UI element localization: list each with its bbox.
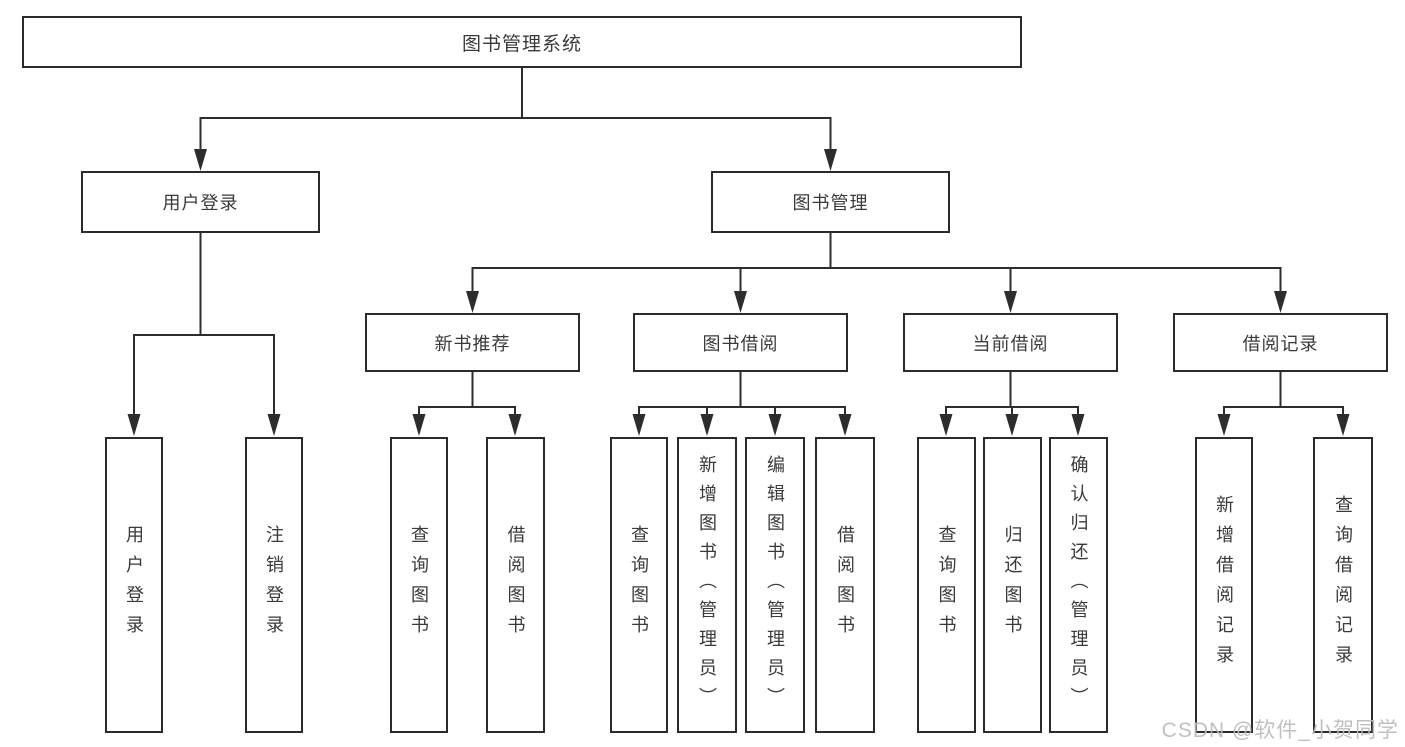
node-book-management-label: 图书管理 [792, 193, 869, 213]
leaf-nbr-query-books-label: 查询图书 [409, 525, 429, 645]
node-book-borrowing-label: 图书借阅 [702, 333, 779, 354]
leaf-nbr-borrow-books-label: 借阅图书 [505, 525, 526, 645]
leaf-br-query-record: 查询借阅记录 [1313, 437, 1373, 733]
leaf-bb-edit-books-label: 编辑图书（管理员） [765, 454, 785, 716]
node-borrowing-records-label: 借阅记录 [1242, 333, 1319, 354]
leaf-br-add-record: 新增借阅记录 [1195, 437, 1253, 733]
node-user-login: 用户登录 [81, 171, 320, 233]
node-root-label: 图书管理系统 [461, 33, 582, 55]
node-book-borrowing: 图书借阅 [633, 313, 848, 372]
leaf-logout-label: 注销登录 [264, 525, 284, 645]
leaf-cb-query-books-label: 查询图书 [936, 525, 957, 645]
leaf-nbr-borrow-books: 借阅图书 [486, 437, 545, 733]
leaf-bb-edit-books: 编辑图书（管理员） [745, 437, 805, 733]
leaf-bb-add-books-label: 新增图书（管理员） [697, 454, 717, 716]
leaf-cb-confirm-return: 确认归还（管理员） [1049, 437, 1108, 733]
leaf-logout: 注销登录 [245, 437, 303, 733]
leaf-user-login: 用户登录 [105, 437, 163, 733]
node-new-book-recommend: 新书推荐 [365, 313, 580, 372]
leaf-br-add-record-label: 新增借阅记录 [1214, 495, 1234, 675]
leaf-bb-borrow-books-label: 借阅图书 [835, 525, 855, 645]
leaf-cb-confirm-return-label: 确认归还（管理员） [1068, 454, 1089, 716]
leaf-bb-add-books: 新增图书（管理员） [677, 437, 737, 733]
csdn-watermark: CSDN @软件_小贺同学 [1161, 719, 1399, 742]
node-current-borrowing: 当前借阅 [903, 313, 1118, 372]
node-root: 图书管理系统 [22, 16, 1022, 68]
leaf-cb-return-books-label: 归还图书 [1002, 525, 1023, 645]
node-new-book-recommend-label: 新书推荐 [434, 333, 511, 354]
leaf-bb-query-books: 查询图书 [610, 437, 668, 733]
node-book-management: 图书管理 [711, 171, 950, 233]
leaf-user-login-label: 用户登录 [124, 525, 144, 645]
node-current-borrowing-label: 当前借阅 [972, 333, 1049, 354]
leaf-nbr-query-books: 查询图书 [390, 437, 448, 733]
leaf-cb-return-books: 归还图书 [983, 437, 1042, 733]
leaf-bb-borrow-books: 借阅图书 [815, 437, 875, 733]
leaf-bb-query-books-label: 查询图书 [629, 525, 649, 645]
node-borrowing-records: 借阅记录 [1173, 313, 1388, 372]
node-user-login-label: 用户登录 [162, 193, 239, 213]
leaf-br-query-record-label: 查询借阅记录 [1333, 495, 1353, 675]
leaf-cb-query-books: 查询图书 [917, 437, 976, 733]
